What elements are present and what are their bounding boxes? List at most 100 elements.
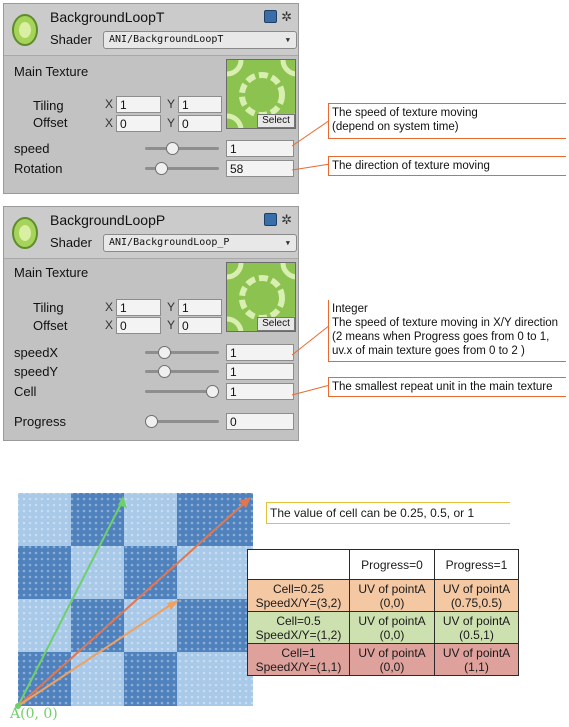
rotation-slider[interactable] [145,162,219,175]
tiling-x-label: X [105,300,114,314]
point-a-label: A(0, 0) [10,706,58,722]
shader-dropdown[interactable]: ANI/BackgroundLoop_P ▼ [103,234,297,252]
cell-line: SpeedX/Y=(3,2) [255,595,342,610]
arrowhead-orange [167,600,179,610]
note-line: The speed of texture moving [332,107,478,119]
material-title: BackgroundLoopT [50,9,165,25]
slider-track [145,351,219,354]
cell-slider[interactable] [145,385,219,398]
speedx-field[interactable]: 1 [226,344,294,361]
slider-thumb[interactable] [206,385,219,398]
slider-track [145,420,219,423]
offset-x-field[interactable]: 0 [116,115,161,132]
note-line: The speed of texture moving in X/Y direc… [332,317,559,329]
slider-thumb[interactable] [158,365,171,378]
header-icons: ✲ [264,10,292,23]
prop-label-rotation: Rotation [14,161,63,176]
offset-x-field[interactable]: 0 [116,317,161,334]
progress-field[interactable]: 0 [226,413,294,430]
main-texture-thumbnail[interactable]: Select [226,59,296,129]
cell-line: UV of pointA [358,581,426,596]
table-cell: UV of pointA(0.5,1) [434,611,519,644]
speed-slider[interactable] [145,142,219,155]
gear-icon[interactable]: ✲ [281,9,292,24]
cell-line: (0.5,1) [459,627,494,642]
progress-slider[interactable] [145,415,219,428]
note-line: (2 means when Progress goes from 0 to 1, [332,331,550,343]
slider-thumb[interactable] [155,162,168,175]
texture-select-button[interactable]: Select [257,114,295,128]
cell-line: UV of pointA [442,645,511,660]
offset-y-field[interactable]: 0 [178,317,222,334]
tiling-x-label: X [105,97,114,111]
cell-line: SpeedX/Y=(1,1) [255,659,342,674]
help-book-icon[interactable] [264,10,278,23]
cell-line: UV of pointA [358,645,426,660]
inspector-panel-background-loop-p: BackgroundLoopP ✲ Shader ANI/BackgroundL… [3,206,299,441]
tiling-y-field[interactable]: 1 [178,96,222,113]
speedy-slider[interactable] [145,365,219,378]
offset-x-label: X [105,318,114,332]
note-line: The direction of texture moving [332,160,490,172]
main-texture-thumbnail[interactable]: Select [226,262,296,332]
chevron-down-icon: ▼ [285,239,290,247]
cell-line: Cell=0.25 [272,581,325,596]
shader-dropdown-value: ANI/BackgroundLoopT [109,34,224,45]
tiling-x-field[interactable]: 1 [116,96,161,113]
shader-dropdown[interactable]: ANI/BackgroundLoopT ▼ [103,31,297,49]
speed-field[interactable]: 1 [226,140,294,157]
help-book-icon[interactable] [264,213,278,226]
note-speedxy: Integer The speed of texture moving in X… [328,300,566,362]
note-rotation: The direction of texture moving [328,156,566,176]
cell-line: Cell=1 [281,645,316,660]
table-header-cell [247,549,350,580]
slider-track [145,147,219,150]
cell-field[interactable]: 1 [226,383,294,400]
point-a-marker [15,703,21,709]
slider-thumb[interactable] [158,346,171,359]
shader-label: Shader [50,32,92,47]
cell-line: (0,0) [379,627,405,642]
tiling-label: Tiling [33,98,64,113]
gear-icon[interactable]: ✲ [281,212,292,227]
tiling-y-label: Y [167,97,176,111]
shader-label: Shader [50,235,92,250]
slider-thumb[interactable] [145,415,158,428]
cell-line: UV of pointA [358,613,426,628]
slider-thumb[interactable] [166,142,179,155]
cell-line: Cell=0.5 [276,613,321,628]
tiling-label: Tiling [33,300,64,315]
rotation-field[interactable]: 58 [226,160,294,177]
prop-label-cell: Cell [14,384,37,399]
header-icons: ✲ [264,213,292,226]
cell-line: SpeedX/Y=(1,2) [255,627,342,642]
offset-y-field[interactable]: 0 [178,115,222,132]
prop-label-speed: speed [14,141,50,156]
note-speed: The speed of texture moving (depend on s… [328,103,566,139]
cell-line: UV of pointA [442,581,511,596]
slider-track [145,370,219,373]
tiling-y-label: Y [167,300,176,314]
shader-dropdown-value: ANI/BackgroundLoop_P [109,237,230,248]
offset-y-label: Y [167,116,176,130]
speedy-field[interactable]: 1 [226,363,294,380]
slider-track [145,390,219,393]
tiling-y-field[interactable]: 1 [178,299,222,316]
cell-line: (1,1) [464,659,489,674]
speedx-slider[interactable] [145,346,219,359]
slider-track [145,167,219,170]
material-header: BackgroundLoopT ✲ Shader ANI/BackgroundL… [4,4,298,56]
arrowhead-red [239,497,251,508]
tiling-x-field[interactable]: 1 [116,299,161,316]
material-icon [12,14,38,46]
cell-line: UV of pointA [442,613,511,628]
note-line: Integer [332,303,368,315]
main-texture-label: Main Texture [14,64,89,79]
uv-checker-diagram [15,493,253,709]
texture-select-button[interactable]: Select [257,317,295,331]
